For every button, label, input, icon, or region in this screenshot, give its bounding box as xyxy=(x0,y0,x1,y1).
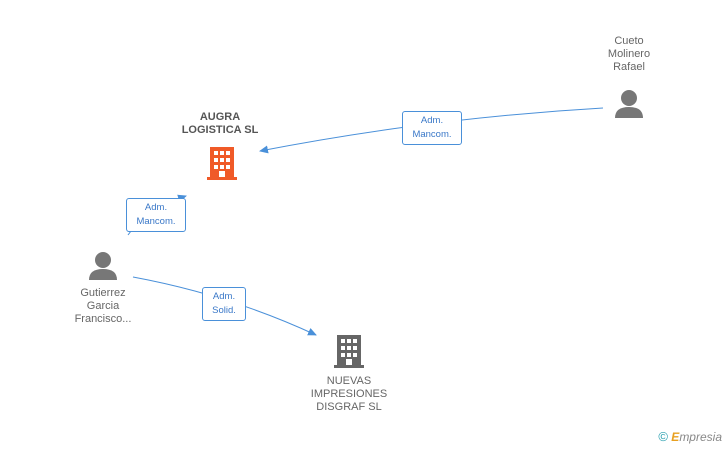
node-label-cueto-molinero[interactable]: Cueto Molinero Rafael xyxy=(607,35,651,73)
person-icon[interactable] xyxy=(89,252,117,280)
building-icon[interactable] xyxy=(334,335,364,368)
edge-label-gutierrez-nuevas[interactable]: Adm. Solid. xyxy=(202,287,246,321)
node-label-gutierrez-garcia[interactable]: Gutierrez Garcia Francisco... xyxy=(74,287,132,325)
edge-label-gutierrez-augra[interactable]: Adm. Mancom. xyxy=(126,198,186,232)
person-icon[interactable] xyxy=(615,90,643,118)
brand-initial: E xyxy=(671,430,680,444)
brand-rest: mpresia xyxy=(679,430,722,444)
edge-label-cueto-augra[interactable]: Adm. Mancom. xyxy=(402,111,462,145)
node-label-augra-logistica[interactable]: AUGRA LOGISTICA SL xyxy=(181,111,259,136)
node-label-nuevas-impresiones[interactable]: NUEVAS IMPRESIONES DISGRAF SL xyxy=(310,375,388,413)
building-icon[interactable] xyxy=(207,147,237,180)
copyright-symbol: © xyxy=(658,429,668,444)
empresia-watermark: © Empresia xyxy=(658,429,722,444)
